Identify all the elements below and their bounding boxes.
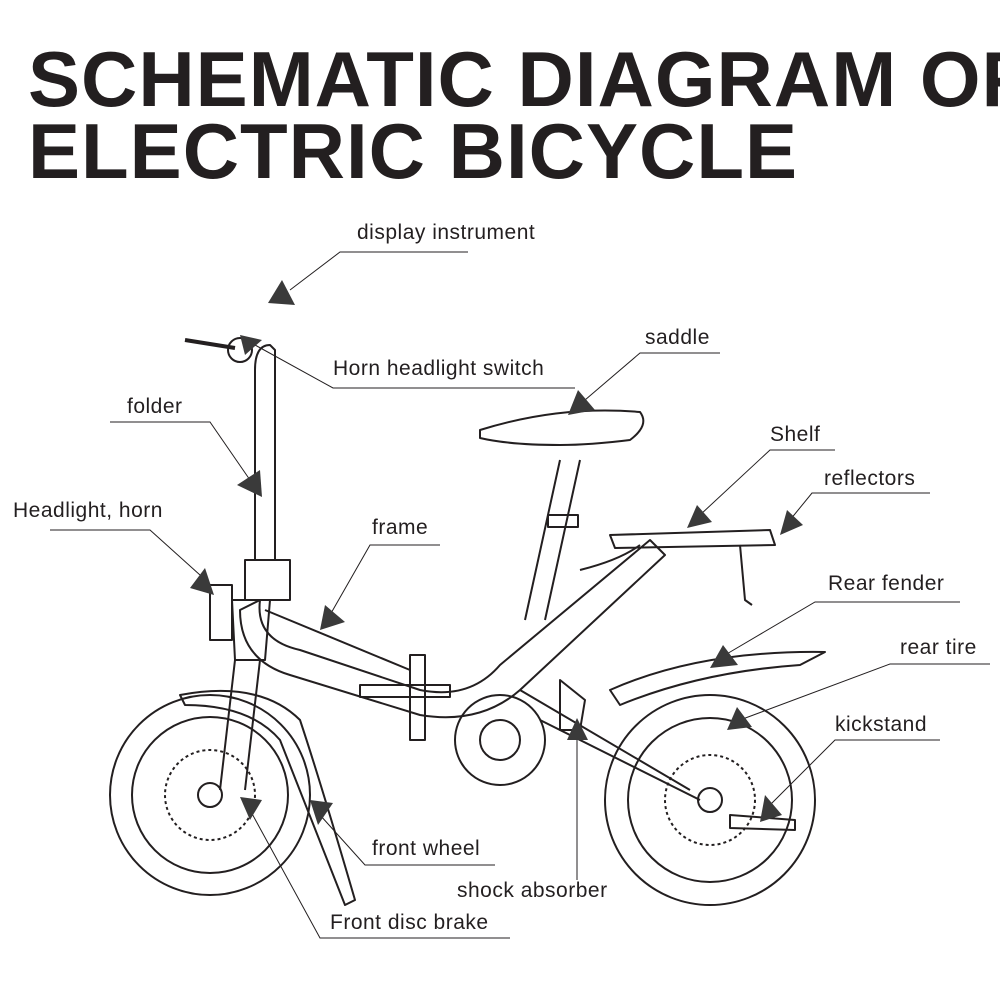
- rear-disc: [664, 754, 756, 846]
- label-reflectors: reflectors: [824, 467, 916, 490]
- head-tube: [231, 599, 271, 661]
- label-rear-fender: Rear fender: [828, 572, 945, 595]
- leader-display-instrument: [289, 251, 468, 291]
- chain-stay: [519, 689, 701, 801]
- handlebar: [184, 338, 236, 350]
- arrow-icon: [760, 795, 782, 822]
- arrow-icon: [567, 718, 588, 740]
- bicycle-outline: [109, 337, 826, 906]
- headlight: [209, 584, 233, 641]
- arrowheads: [190, 280, 803, 825]
- label-shock-absorber: shock absorber: [457, 879, 608, 902]
- label-front-disc-brake: Front disc brake: [330, 911, 489, 934]
- fork: [219, 659, 261, 791]
- leader-headlight-horn: [50, 529, 201, 576]
- leader-frame: [329, 544, 440, 616]
- leader-rear-fender: [724, 601, 960, 656]
- arrow-icon: [780, 510, 803, 535]
- chainring: [454, 694, 546, 786]
- title-line-1: SCHEMATIC DIAGRAM OF: [28, 35, 1000, 123]
- leader-horn-headlight-switch: [254, 344, 575, 389]
- shock: [559, 679, 586, 731]
- label-front-wheel: front wheel: [372, 837, 481, 860]
- label-frame: frame: [372, 516, 429, 539]
- label-headlight-horn: Headlight, horn: [13, 499, 163, 522]
- arrow-icon: [568, 390, 595, 415]
- leader-front-disc-brake: [249, 809, 510, 939]
- label-rear-tire: rear tire: [900, 636, 977, 659]
- front-fender: [179, 689, 356, 906]
- label-horn-headlight-switch: Horn headlight switch: [333, 357, 545, 380]
- seat-post: [524, 459, 581, 621]
- label-display-instrument: display instrument: [357, 221, 536, 244]
- rear-fender: [609, 650, 826, 706]
- leader-saddle: [584, 352, 720, 401]
- arrow-icon: [268, 280, 295, 305]
- front-disc: [164, 749, 256, 841]
- arrow-icon: [310, 800, 333, 825]
- arrow-icon: [727, 707, 752, 730]
- rear-tire: [604, 694, 816, 906]
- arrow-icon: [687, 505, 712, 528]
- label-kickstand: kickstand: [835, 713, 928, 736]
- arrow-icon: [710, 645, 738, 668]
- leader-folder: [110, 421, 251, 481]
- arrow-icon: [237, 470, 262, 497]
- arrow-icon: [240, 797, 262, 820]
- seat-clamp: [547, 514, 579, 528]
- rear-rack: [609, 529, 776, 549]
- label-saddle: saddle: [645, 326, 710, 349]
- arrow-icon: [320, 605, 345, 630]
- leader-kickstand: [769, 739, 940, 806]
- arrow-icon: [190, 568, 214, 595]
- label-shelf: Shelf: [770, 423, 821, 446]
- leader-lines: [50, 251, 990, 939]
- frame-tube: [239, 539, 666, 719]
- arrow-icon: [240, 335, 262, 355]
- front-tire: [109, 694, 311, 896]
- leader-shelf: [699, 449, 835, 516]
- kickstand-shape: [729, 814, 796, 831]
- title-line-2: ELECTRIC BICYCLE: [28, 107, 799, 195]
- stem: [254, 344, 276, 561]
- leader-reflectors: [789, 492, 930, 521]
- saddle-shape: [479, 409, 645, 446]
- label-folder: folder: [127, 395, 183, 418]
- leader-rear-tire: [739, 663, 990, 721]
- leader-front-wheel: [319, 814, 495, 866]
- display-unit: [227, 337, 253, 363]
